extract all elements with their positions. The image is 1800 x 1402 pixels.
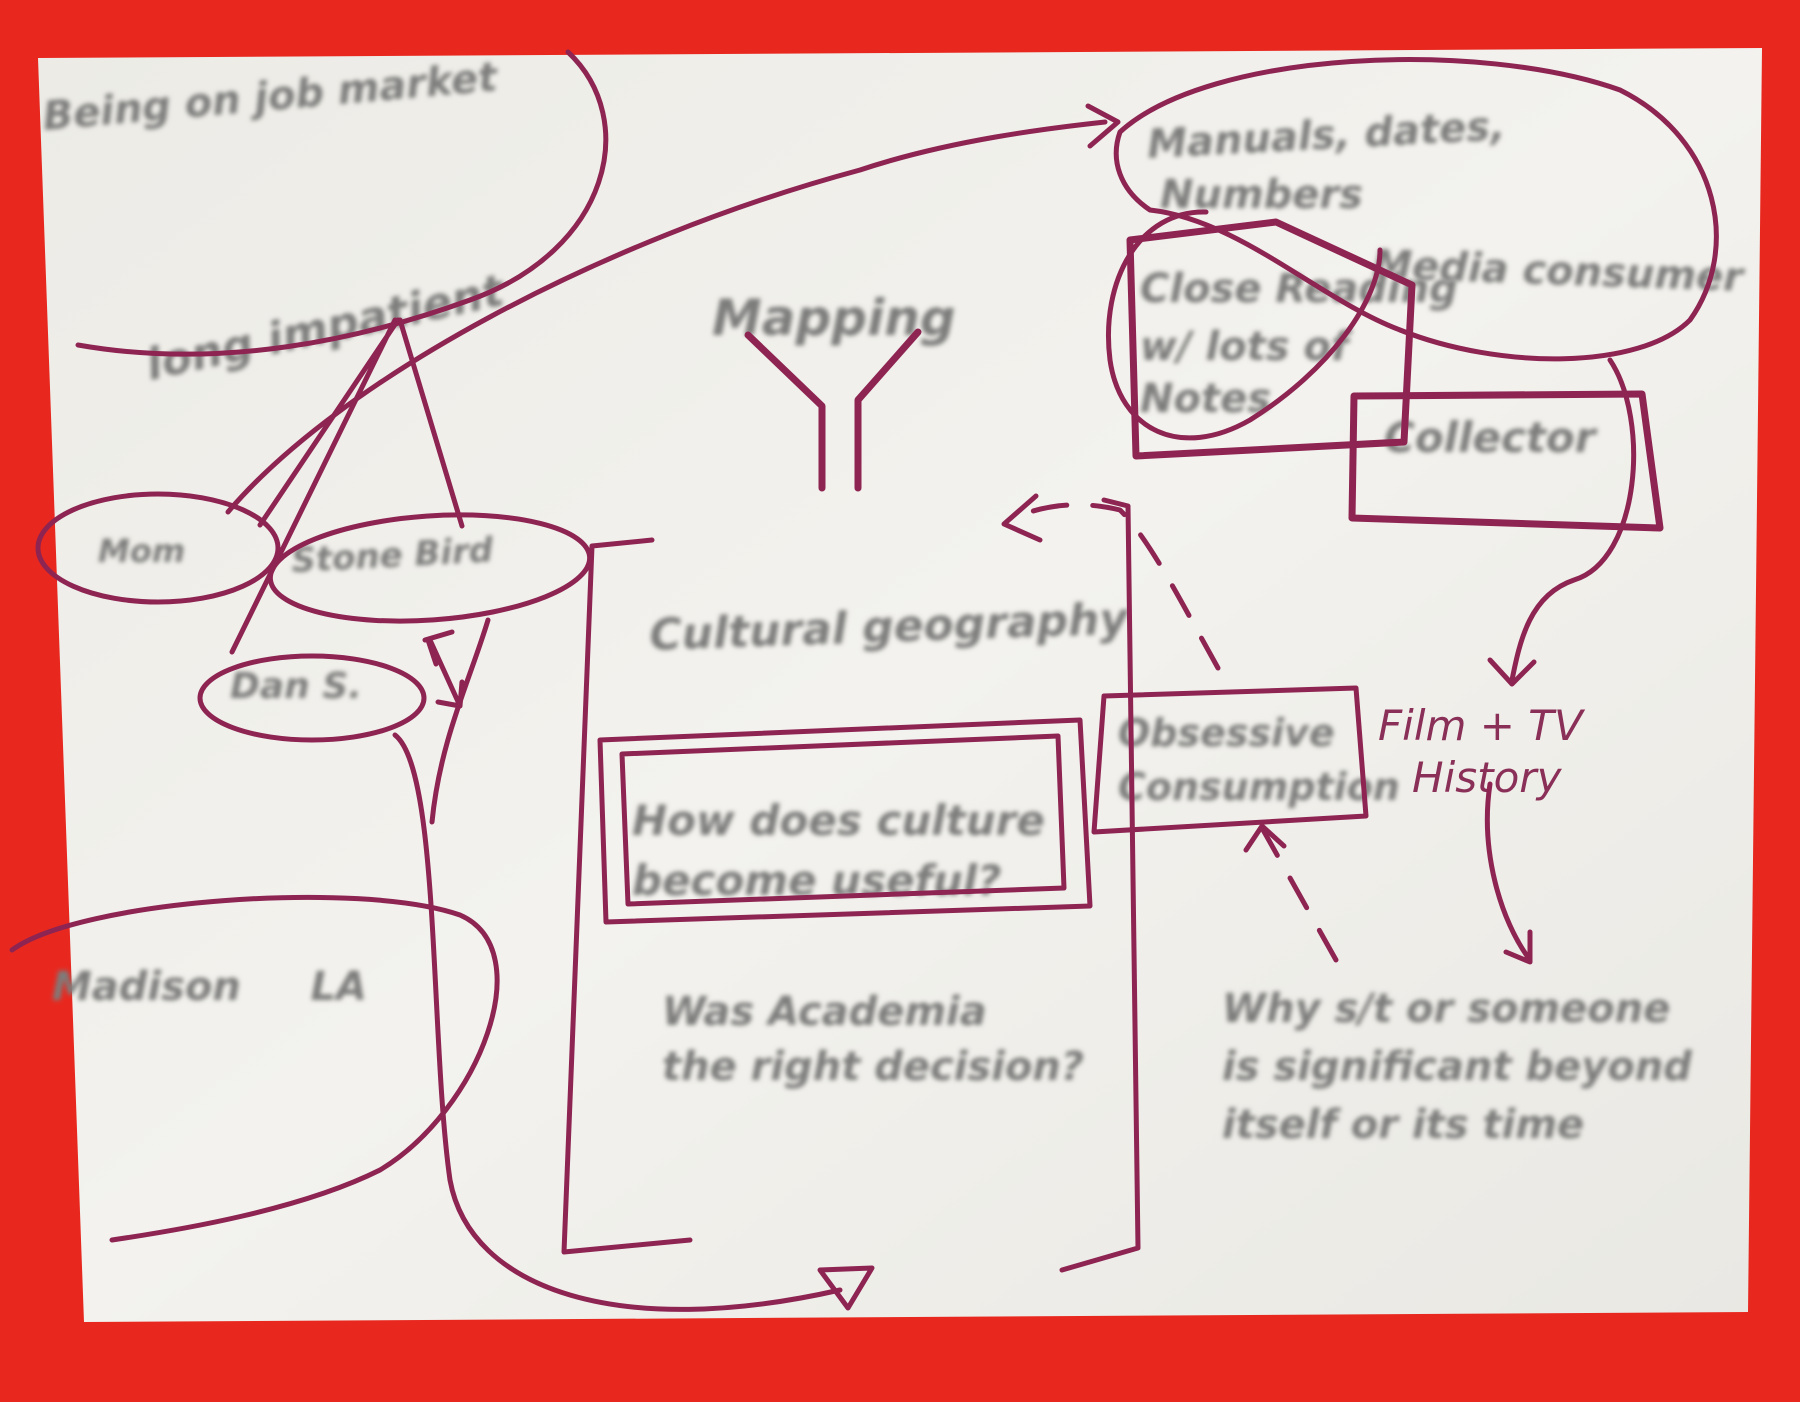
curve-dan-to-bottom bbox=[392, 732, 843, 1312]
text-significance-line-1: Why s/t or someone bbox=[1222, 986, 1670, 1032]
bracket-left bbox=[561, 537, 693, 1255]
text-collector: Collector bbox=[1384, 413, 1598, 462]
link-triangle bbox=[229, 317, 465, 655]
text-mom: Mom bbox=[98, 532, 185, 570]
dashed-arrow-significance bbox=[1259, 825, 1339, 963]
box-obsessive-consumption bbox=[1091, 685, 1369, 835]
text-film-tv-line-1: Film + TV bbox=[1378, 701, 1586, 750]
text-significance-line-3: itself or its time bbox=[1222, 1102, 1584, 1148]
box-question-inner bbox=[619, 733, 1067, 907]
funnel-left bbox=[744, 331, 826, 492]
dashed-arrowhead-up bbox=[1001, 493, 1043, 543]
double-arrow-stone-dan bbox=[422, 629, 465, 709]
paper-sheet bbox=[38, 48, 1762, 1322]
line-stone-bird-down bbox=[429, 617, 491, 825]
arrowhead-bottom bbox=[817, 1265, 875, 1311]
funnel-right bbox=[854, 328, 922, 492]
text-obsessive-line-2: Consumption bbox=[1118, 765, 1400, 809]
box-close-reading bbox=[1126, 218, 1416, 460]
text-dan: Dan S. bbox=[230, 666, 362, 707]
dashed-arrowhead-significance bbox=[1243, 823, 1287, 853]
text-significance-line-2: is significant beyond bbox=[1222, 1044, 1692, 1090]
text-close-reading-line-3: Notes bbox=[1140, 376, 1271, 422]
arrowhead-manuals bbox=[1085, 103, 1121, 149]
text-obsessive-line-1: Obsessive bbox=[1118, 711, 1335, 755]
arrow-to-film-tv bbox=[1509, 357, 1637, 683]
arrow-film-to-significance bbox=[1484, 781, 1533, 963]
text-academia-line-1: Was Academia bbox=[662, 989, 987, 1035]
text-madison-la: Madison LA bbox=[52, 964, 367, 1010]
loop-close-reading bbox=[1106, 209, 1383, 441]
oval-mom bbox=[35, 491, 281, 605]
arrowhead-significance bbox=[1503, 929, 1533, 965]
text-question-culture-line-1: How does culture bbox=[632, 796, 1045, 845]
box-collector bbox=[1348, 390, 1664, 532]
box-question-outer bbox=[597, 717, 1093, 925]
bracket-right bbox=[1059, 497, 1141, 1273]
arrowhead-film-tv bbox=[1487, 657, 1537, 687]
text-close-reading-line-2: w/ lots of bbox=[1140, 324, 1353, 370]
oval-dan bbox=[197, 653, 427, 743]
outline-job-market bbox=[75, 49, 609, 357]
dashed-arrow-up bbox=[1007, 502, 1221, 671]
oval-manuals-media bbox=[1113, 57, 1719, 362]
oval-madison-la bbox=[9, 894, 500, 1243]
text-academia-line-2: the right decision? bbox=[662, 1044, 1084, 1090]
